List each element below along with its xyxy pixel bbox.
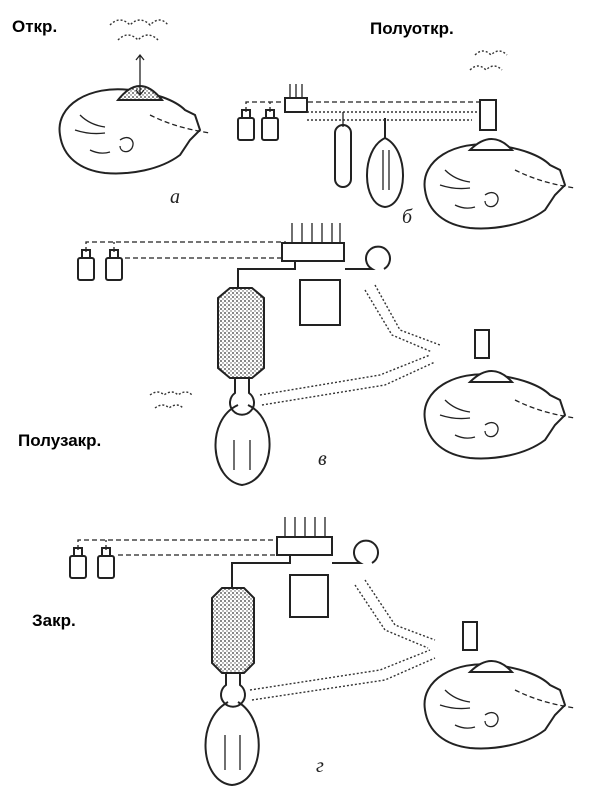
gas-bottle bbox=[261, 109, 279, 141]
gas-bottle bbox=[97, 547, 115, 579]
valve bbox=[479, 99, 497, 131]
panel-v-semi-closed-circuit: в bbox=[77, 223, 576, 487]
patient-head bbox=[423, 143, 576, 230]
gas-bottle bbox=[69, 547, 87, 579]
panel-b-semi-open-circuit: б bbox=[237, 50, 576, 230]
label-closed: Закр. bbox=[32, 611, 76, 630]
co2-canister bbox=[211, 587, 255, 674]
mask-icon bbox=[467, 370, 515, 383]
gas-bottle bbox=[77, 249, 95, 281]
patient-head bbox=[423, 663, 576, 750]
soda-lime-absorber bbox=[299, 279, 341, 326]
panel-letter-b: б bbox=[402, 206, 413, 228]
co2-canister bbox=[217, 287, 265, 379]
mask-icon bbox=[467, 138, 515, 151]
breathing-bag bbox=[204, 701, 260, 787]
panel-letter-v: в bbox=[318, 448, 327, 470]
reservoir-bag bbox=[366, 118, 404, 209]
panel-g-closed-circuit: г bbox=[69, 517, 576, 787]
breathing-bag bbox=[214, 404, 271, 487]
label-semi-closed: Полузакр. bbox=[18, 431, 101, 450]
valve bbox=[462, 621, 478, 651]
label-semi-open: Полуоткр. bbox=[370, 19, 454, 38]
soda-lime-absorber bbox=[289, 574, 329, 618]
gas-bottle bbox=[105, 249, 123, 281]
gas-bottle bbox=[237, 109, 255, 141]
flowmeter bbox=[284, 97, 308, 113]
label-open: Откр. bbox=[12, 17, 57, 36]
mask-icon bbox=[467, 660, 515, 673]
vaporizer bbox=[334, 124, 352, 188]
flowmeter-block bbox=[276, 536, 333, 556]
valve bbox=[474, 329, 490, 359]
flowmeter-block bbox=[281, 242, 345, 262]
flow-arrows-icon bbox=[135, 53, 145, 97]
panel-letter-a: а bbox=[170, 186, 180, 208]
panel-a-open-circuit: а bbox=[58, 19, 211, 208]
panel-letter-g: г bbox=[316, 755, 324, 777]
vapor-icon bbox=[109, 19, 169, 41]
patient-head bbox=[58, 88, 211, 175]
patient-head bbox=[423, 373, 576, 460]
